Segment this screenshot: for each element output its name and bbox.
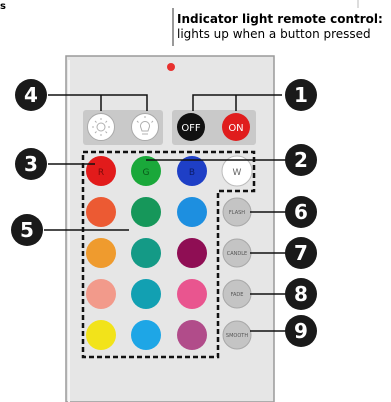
callout-2: 2 [285, 144, 317, 176]
white-button[interactable] [221, 155, 253, 187]
color-button[interactable] [131, 320, 161, 350]
candle-button-label: CANDLE [227, 251, 247, 257]
color-grid [86, 197, 207, 350]
color-area-outline [81, 150, 256, 359]
color-button[interactable] [131, 279, 161, 309]
smooth-button-label: SMOOTH [226, 333, 248, 339]
color-button[interactable] [86, 279, 116, 309]
brightness-down-button[interactable] [87, 113, 115, 141]
white-button-label: W [233, 168, 242, 178]
callout-4-number: 4 [24, 83, 38, 107]
callout-1-number: 1 [294, 83, 308, 107]
on-button[interactable] [222, 113, 250, 141]
color-button[interactable] [86, 320, 116, 350]
color-button[interactable] [131, 238, 161, 268]
indicator-title: Indicator light remote control: [177, 12, 383, 26]
indicator-subtitle: lights up when a button pressed [177, 27, 371, 41]
remote-body [65, 55, 275, 402]
smooth-button[interactable] [222, 320, 252, 350]
color-button[interactable] [86, 238, 116, 268]
callout-3: 3 [15, 148, 47, 180]
callout-4: 4 [15, 79, 47, 111]
blue-button-label: B [189, 168, 195, 178]
color-button[interactable] [131, 197, 161, 227]
color-button[interactable] [177, 320, 207, 350]
callout-5: 5 [11, 214, 43, 246]
green-button[interactable] [131, 156, 161, 186]
callout-7-number: 7 [294, 241, 308, 265]
blue-button[interactable] [177, 156, 207, 186]
callout-2-number: 2 [294, 148, 308, 172]
off-button[interactable] [177, 113, 205, 141]
corner-text: s [0, 1, 6, 12]
callout-8: 8 [285, 278, 317, 310]
callout-7: 7 [285, 237, 317, 269]
callout-5-number: 5 [20, 218, 34, 242]
fade-button-label: FADE [231, 292, 244, 298]
callout-6: 6 [285, 196, 317, 228]
flash-button-label: FLASH [229, 210, 245, 216]
color-button[interactable] [177, 279, 207, 309]
red-button-label: R [98, 168, 104, 178]
green-button-label: G [143, 168, 150, 178]
callout-1: 1 [285, 79, 317, 111]
brightness-up-button[interactable] [131, 113, 159, 141]
callout-3-number: 3 [24, 152, 38, 176]
color-button[interactable] [177, 197, 207, 227]
indicator-led [167, 63, 175, 71]
on-button-label: ON [228, 123, 243, 134]
callout-9: 9 [285, 315, 317, 347]
callout-lines [44, 94, 287, 332]
brightness-down-icon [92, 118, 110, 136]
callout-8-number: 8 [294, 282, 308, 306]
color-button[interactable] [86, 197, 116, 227]
callout-9-number: 9 [294, 319, 308, 343]
off-button-label: OFF [181, 123, 201, 134]
callout-6-number: 6 [294, 200, 308, 224]
color-button[interactable] [177, 238, 207, 268]
brightness-up-icon [136, 116, 154, 135]
